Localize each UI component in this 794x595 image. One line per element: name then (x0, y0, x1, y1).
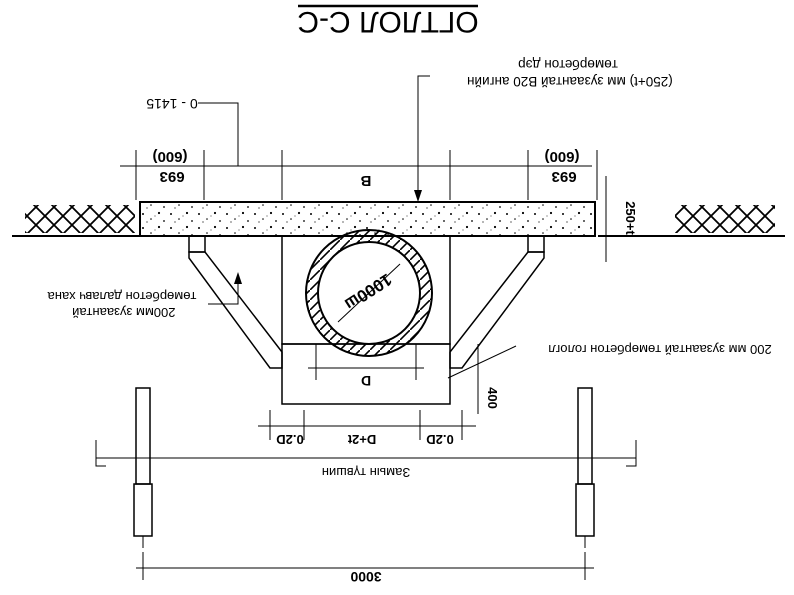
wall-note-line2: төмөрбетон далавч хана (47, 289, 197, 304)
left-wing-wall (188, 251, 283, 369)
bottom-note-text: 200 мм зузаантай төмөрбетон гологл (548, 342, 772, 357)
posts (133, 387, 595, 548)
dim-D-text: D (361, 373, 371, 389)
level-mark-text: 0 - 1415 (146, 96, 198, 112)
slab-note-line2: төмөрбетон дэр (518, 57, 618, 72)
dim-400-text: 400 (485, 387, 500, 409)
slab-note: (250+t) мм зузаантай B20 ангийн төмөрбет… (414, 57, 673, 202)
wall-note-line1: 200мм зузаантай (72, 305, 175, 320)
drawing-title: ОГТЛОЛ С-С (297, 5, 478, 38)
dim-3000-text: 3000 (350, 569, 381, 585)
wall-note: 200мм зузаантай төмөрбетон далавч хана (47, 272, 242, 320)
road-level-text: Замын түвшин (322, 465, 410, 480)
dim-Dt-text: D+2t (347, 432, 376, 447)
top-dimensions: 693 (600) 693 (600) B (120, 148, 598, 200)
ground (12, 205, 785, 237)
title-group: ОГТЛОЛ С-С (297, 4, 479, 38)
dim-02D-right-text: 0.2D (426, 432, 453, 447)
slab-height-dim: 250+t (605, 176, 638, 262)
level-mark: 0 - 1415 (146, 96, 239, 166)
dim-left-sub: (600) (152, 148, 187, 165)
right-wing-wall (449, 251, 545, 369)
slab-note-line1: (250+t) мм зузаантай B20 ангийн (467, 74, 673, 89)
D-dimension: D (308, 344, 424, 389)
right-post (577, 387, 593, 485)
road-level: Замын түвшин (95, 440, 637, 480)
wall-note-text: 200мм зузаантай төмөрбетон далавч хана (47, 289, 197, 320)
dim-400: 400 (477, 344, 500, 414)
dim-02D-left-text: 0.2D (276, 432, 303, 447)
dim-right-text: 693 (600) (544, 148, 579, 185)
dim-right-sub: (600) (544, 148, 579, 165)
pipe: 1000ш (305, 229, 433, 357)
ground-left (25, 205, 135, 233)
ground-right (675, 205, 775, 233)
dim-3000: 3000 (136, 552, 594, 585)
slab-note-text: (250+t) мм зузаантай B20 ангийн төмөрбет… (463, 57, 672, 89)
dim-left-main: 693 (160, 168, 185, 185)
bottom-chain-dims: 0.2D D+2t 0.2D (258, 410, 476, 447)
dim-center-text: B (360, 172, 371, 189)
left-post (135, 387, 151, 485)
bottom-note: 200 мм зузаантай төмөрбетон гологл (447, 342, 772, 379)
slab-height-text: 250+t (623, 201, 638, 235)
dim-right-main: 693 (552, 168, 577, 185)
dim-left-text: 693 (600) (152, 148, 187, 185)
